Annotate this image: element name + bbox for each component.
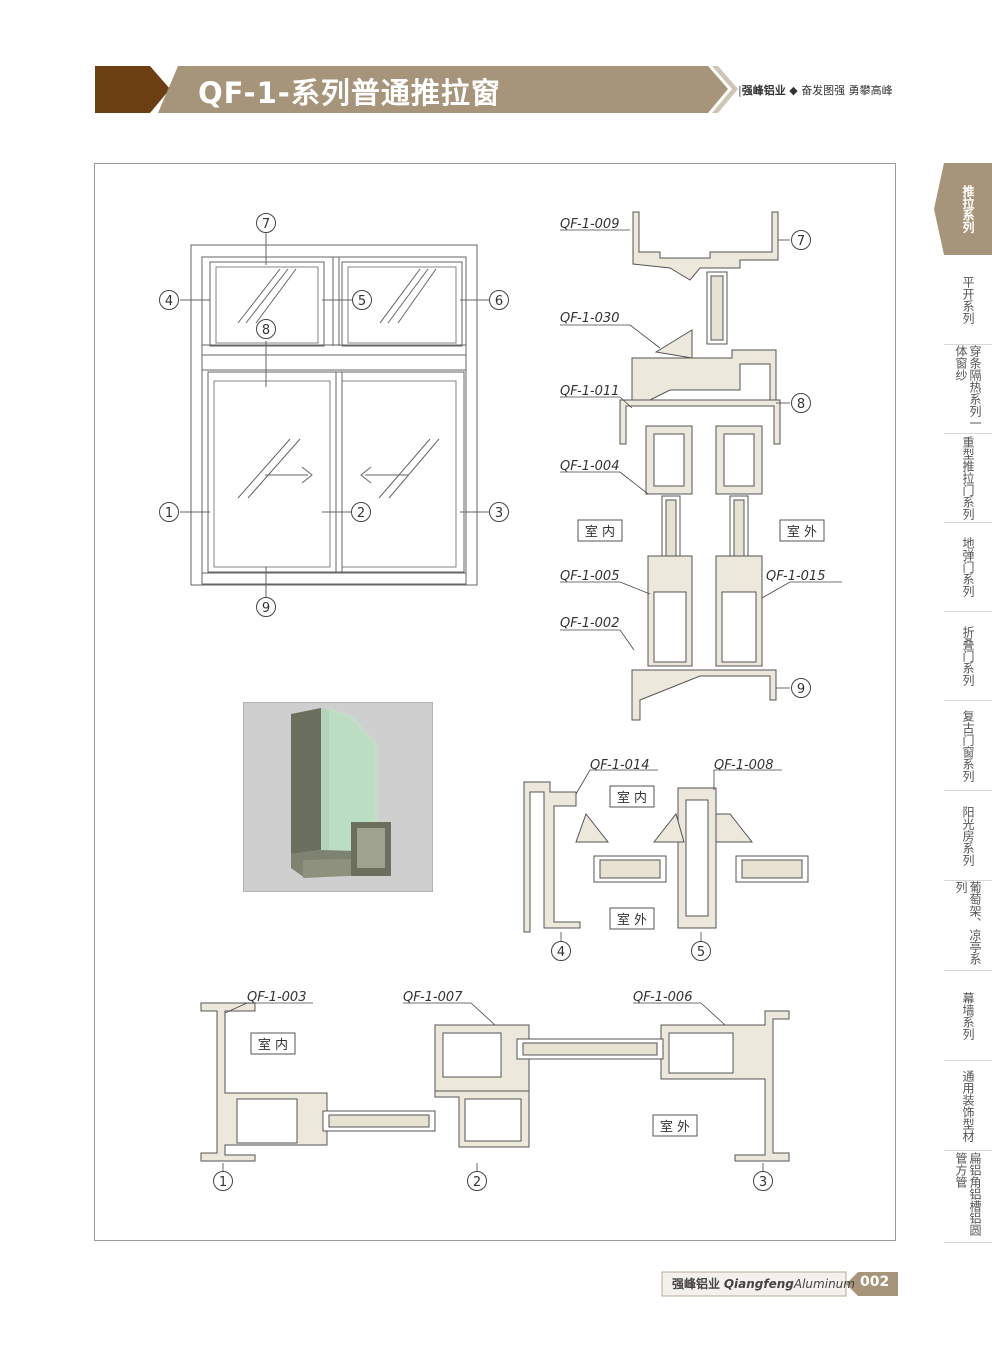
side-tab-label: 阳光房系列: [961, 805, 975, 866]
header-brand: |强峰铝业 ◆ 奋发图强 勇攀高峰: [738, 84, 893, 97]
side-tab-floor-spring-door[interactable]: 地弹门系列: [944, 523, 992, 612]
marker-6: 6: [495, 294, 503, 309]
code-qf-1-005: QF-1-005: [560, 569, 619, 584]
profile-qf-1-002: [631, 669, 777, 721]
horizontal-section-labels: QF-1-003 QF-1-007 QF-1-006 室 内 室 外 1 2 3: [213, 990, 773, 1191]
header-band: [95, 66, 738, 113]
side-tab-label: 推拉系列: [961, 185, 975, 233]
side-tab-sunroom[interactable]: 阳光房系列: [944, 791, 992, 881]
marker-2: 2: [357, 506, 365, 521]
vertical-section: QF-1-009 QF-1-030 QF-1-011 QF-1-004 QF-1…: [560, 211, 842, 721]
label-outdoor: 室 外: [617, 912, 647, 928]
marker-9: 9: [797, 682, 805, 697]
footer-brand-en: Aluminum: [793, 1277, 855, 1291]
marker-9: 9: [262, 601, 270, 616]
profile-qf-1-011: [631, 349, 777, 401]
window-elevation: 7 8 9 4 5 6 1 2 3: [159, 213, 509, 617]
page-title: QF-1-系列普通推拉窗: [198, 76, 501, 110]
code-qf-1-003: QF-1-003: [247, 990, 306, 1005]
code-qf-1-002: QF-1-002: [560, 616, 619, 631]
marker-5: 5: [697, 945, 705, 960]
side-tab-label: 通用装饰型材: [961, 1069, 975, 1142]
marker-1: 1: [219, 1175, 227, 1190]
diamond-icon: ◆: [789, 84, 798, 97]
code-qf-1-008: QF-1-008: [714, 758, 773, 773]
side-tab-curtain-wall[interactable]: 幕墙系列: [944, 971, 992, 1061]
header-dark-tab: [95, 66, 170, 113]
code-qf-1-015: QF-1-015: [766, 569, 825, 584]
footer-brand-en-bold: Qiangfeng: [723, 1277, 794, 1291]
side-tab-label: 穿条隔热系列一体窗纱: [954, 345, 982, 429]
side-tab-label: 平开系列: [961, 275, 975, 324]
label-indoor: 室 内: [585, 524, 615, 540]
inner-frame: [201, 256, 467, 585]
marker-7: 7: [262, 217, 270, 232]
footer-band: [661, 1271, 898, 1297]
side-tab-decorative-profiles[interactable]: 通用装饰型材: [944, 1061, 992, 1151]
side-tab-label: 重型推拉门系列: [961, 436, 975, 520]
marker-5: 5: [358, 294, 366, 309]
footer-brand: 强峰铝业 QiangfengAluminum: [672, 1275, 855, 1292]
marker-8: 8: [262, 323, 270, 338]
side-tab-label: 葡萄架、凉亭系列: [954, 881, 982, 965]
marker-8: 8: [797, 397, 805, 412]
side-tab-retro[interactable]: 复古门窗系列: [944, 701, 992, 791]
profile-3d-render: [243, 702, 433, 892]
profile-qf-1-009: [632, 211, 779, 281]
top-right-pane: [341, 261, 463, 347]
profile-qf-1-030: [654, 329, 693, 359]
code-qf-1-007: QF-1-007: [403, 990, 463, 1005]
marker-3: 3: [495, 506, 503, 521]
label-outdoor: 室 外: [787, 524, 817, 540]
mullion-section-labels: QF-1-014 QF-1-008 室 内 室 外 4 5: [551, 758, 773, 961]
side-tab-sliding[interactable]: 推拉系列: [944, 163, 992, 255]
side-tab-label: 地弹门系列: [961, 537, 975, 597]
code-qf-1-006: QF-1-006: [633, 990, 692, 1005]
side-tab-flat-angle-tube[interactable]: 扁铝角铝槽铝圆管方管: [944, 1151, 992, 1243]
code-qf-1-011: QF-1-011: [560, 384, 619, 399]
top-left-pane: [209, 261, 325, 347]
code-qf-1-009: QF-1-009: [560, 217, 619, 232]
label-indoor: 室 内: [258, 1037, 288, 1053]
elevation-markers: 7 8 9 4 5 6 1 2 3: [159, 213, 509, 617]
profile-qf-1-014: [523, 781, 581, 933]
code-qf-1-004: QF-1-004: [560, 459, 619, 474]
page-number: 002: [860, 1274, 890, 1290]
vertical-section-labels: QF-1-009 QF-1-030 QF-1-011 QF-1-004 QF-1…: [560, 217, 825, 698]
active-tab-shape: [934, 163, 992, 255]
header-title-band: [158, 66, 728, 113]
code-qf-1-030: QF-1-030: [560, 311, 619, 326]
side-tab-label: 幕墙系列: [961, 991, 975, 1040]
side-tab-thermal-break[interactable]: 穿条隔热系列一体窗纱: [944, 345, 992, 434]
side-tab-heavy-sliding-door[interactable]: 重型推拉门系列: [944, 434, 992, 523]
brand-slogan: 奋发图强 勇攀高峰: [801, 84, 893, 97]
side-tab-label: 扁铝角铝槽铝圆管方管: [954, 1151, 982, 1236]
marker-4: 4: [165, 294, 173, 309]
right-sash: [335, 371, 465, 573]
marker-1: 1: [165, 506, 173, 521]
label-indoor: 室 内: [617, 790, 647, 806]
marker-7: 7: [797, 234, 805, 249]
side-tab-label: 复古门窗系列: [961, 709, 975, 782]
side-tab-label: 折叠门系列: [961, 626, 975, 686]
left-sash: [207, 371, 343, 573]
side-tab-casement[interactable]: 平开系列: [944, 255, 992, 345]
footer-brand-cn: 强峰铝业: [672, 1277, 721, 1291]
label-outdoor: 室 外: [660, 1119, 690, 1135]
marker-2: 2: [473, 1175, 481, 1190]
marker-4: 4: [557, 945, 565, 960]
horizontal-section: QF-1-003 QF-1-007 QF-1-006 室 内 室 外 1 2 3: [200, 990, 790, 1191]
side-tab-pergola[interactable]: 葡萄架、凉亭系列: [944, 881, 992, 971]
header-arrow-accent: [712, 66, 738, 113]
mullion-section: QF-1-014 QF-1-008 室 内 室 外 4 5: [523, 758, 809, 961]
brand-name: 强峰铝业: [741, 84, 786, 97]
outer-frame: [190, 244, 478, 586]
page-number-tab: [846, 1272, 898, 1296]
marker-3: 3: [759, 1175, 767, 1190]
side-tab-folding-door[interactable]: 折叠门系列: [944, 612, 992, 701]
content-frame: [94, 163, 896, 1241]
code-qf-1-014: QF-1-014: [590, 758, 649, 773]
